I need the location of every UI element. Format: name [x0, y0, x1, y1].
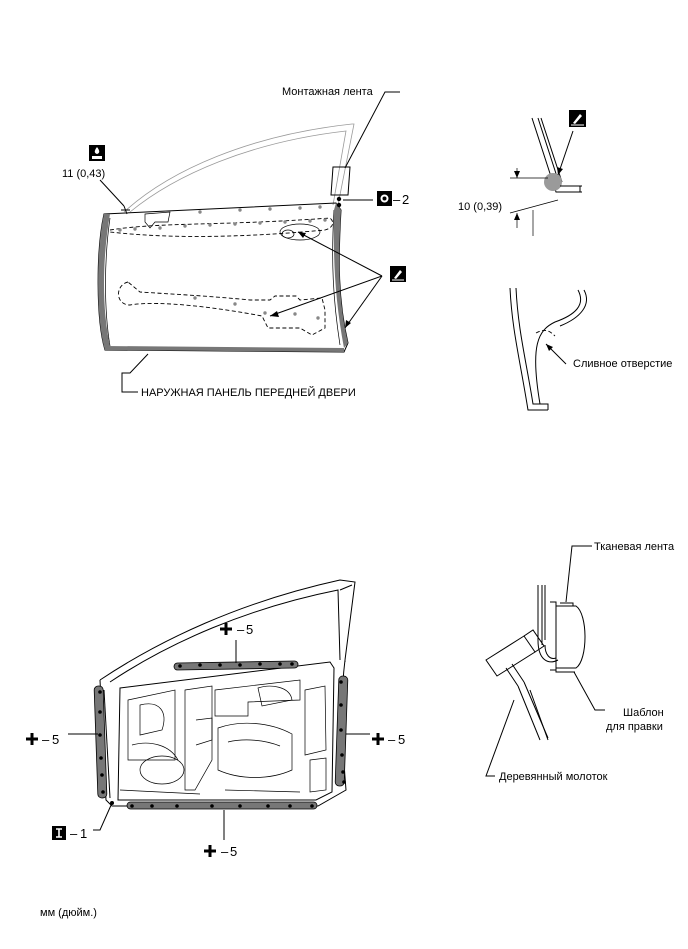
weld-callout-top: 5 — [246, 622, 253, 637]
dimension-label: 10 (0,39) — [458, 201, 502, 213]
weld-callout-bottom: 5 — [230, 844, 237, 859]
svg-text:–: – — [388, 732, 396, 747]
svg-text:–: – — [237, 622, 245, 637]
part-icon — [377, 191, 392, 206]
hem-callout-1: 1 — [80, 826, 87, 841]
svg-text:–: – — [221, 844, 229, 859]
sealant-icon-detail — [569, 110, 586, 127]
template-label-line2: для правки — [606, 721, 663, 733]
drain-hole-label: Сливное отверстие — [573, 358, 672, 370]
wooden-hammer-label: Деревянный молоток — [499, 771, 608, 783]
drain-hole-detail-view — [509, 287, 587, 411]
torque-value-label: 11 (0,43) — [62, 168, 105, 180]
svg-text:–: – — [70, 826, 78, 841]
weld-callout-left: 5 — [52, 732, 59, 747]
part-callout-2: 2 — [402, 192, 409, 207]
sealant-detail-view — [509, 117, 582, 236]
template-label-line1: Шаблон — [623, 707, 664, 719]
adhesive-icon — [89, 145, 105, 161]
door-outer-panel-view — [97, 91, 400, 393]
fabric-tape-label: Тканевая лента — [594, 541, 675, 553]
hemming-detail-view — [485, 545, 605, 777]
svg-text:–: – — [42, 732, 50, 747]
spot-weld-icon — [26, 623, 384, 857]
mounting-tape-label: Монтажная лента — [282, 86, 374, 98]
weld-callout-right: 5 — [398, 732, 405, 747]
outer-panel-label: НАРУЖНАЯ ПАНЕЛЬ ПЕРЕДНЕЙ ДВЕРИ — [141, 386, 356, 399]
hem-icon — [52, 826, 66, 840]
svg-text:–: – — [393, 192, 401, 207]
door-inner-panel-view — [68, 579, 370, 840]
units-label: мм (дюйм.) — [40, 907, 97, 919]
sealant-icon — [390, 266, 406, 282]
